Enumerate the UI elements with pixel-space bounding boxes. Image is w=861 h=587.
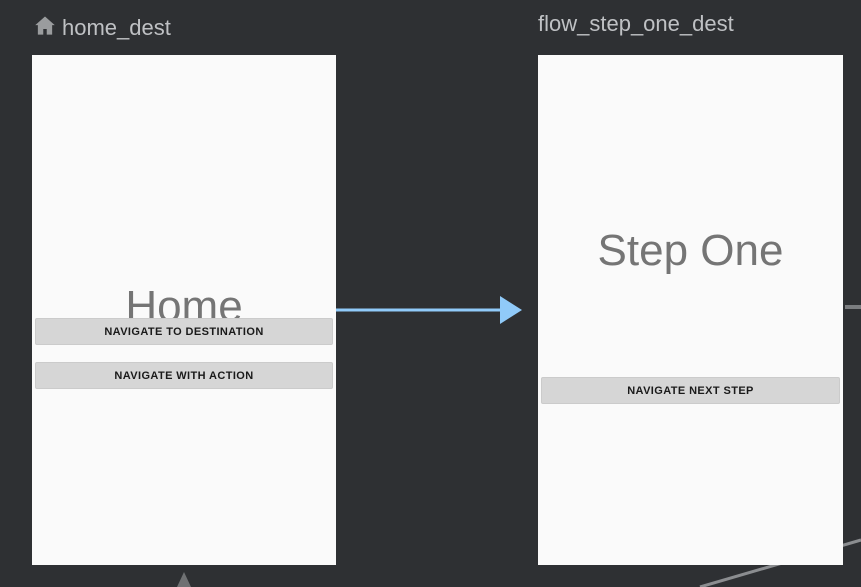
destination-label-flow-step-one-dest[interactable]: flow_step_one_dest (538, 13, 734, 35)
destination-panel-home-dest[interactable]: Home NAVIGATE TO DESTINATION NAVIGATE WI… (32, 55, 336, 565)
navigate-next-step-button[interactable]: NAVIGATE NEXT STEP (541, 377, 840, 404)
action-home-to-flow-step-one[interactable] (336, 296, 522, 324)
destination-label-text: flow_step_one_dest (538, 11, 734, 36)
navigate-to-destination-button[interactable]: NAVIGATE TO DESTINATION (35, 318, 333, 345)
destination-label-text: home_dest (62, 15, 171, 40)
destination-panel-flow-step-one-dest[interactable]: Step One NAVIGATE NEXT STEP (538, 55, 843, 565)
action-incoming-bottom[interactable] (177, 572, 191, 587)
navigate-with-action-button[interactable]: NAVIGATE WITH ACTION (35, 362, 333, 389)
home-icon (32, 13, 58, 43)
screen-title-step-one: Step One (597, 226, 784, 275)
destination-label-home-dest[interactable]: home_dest (32, 13, 171, 43)
